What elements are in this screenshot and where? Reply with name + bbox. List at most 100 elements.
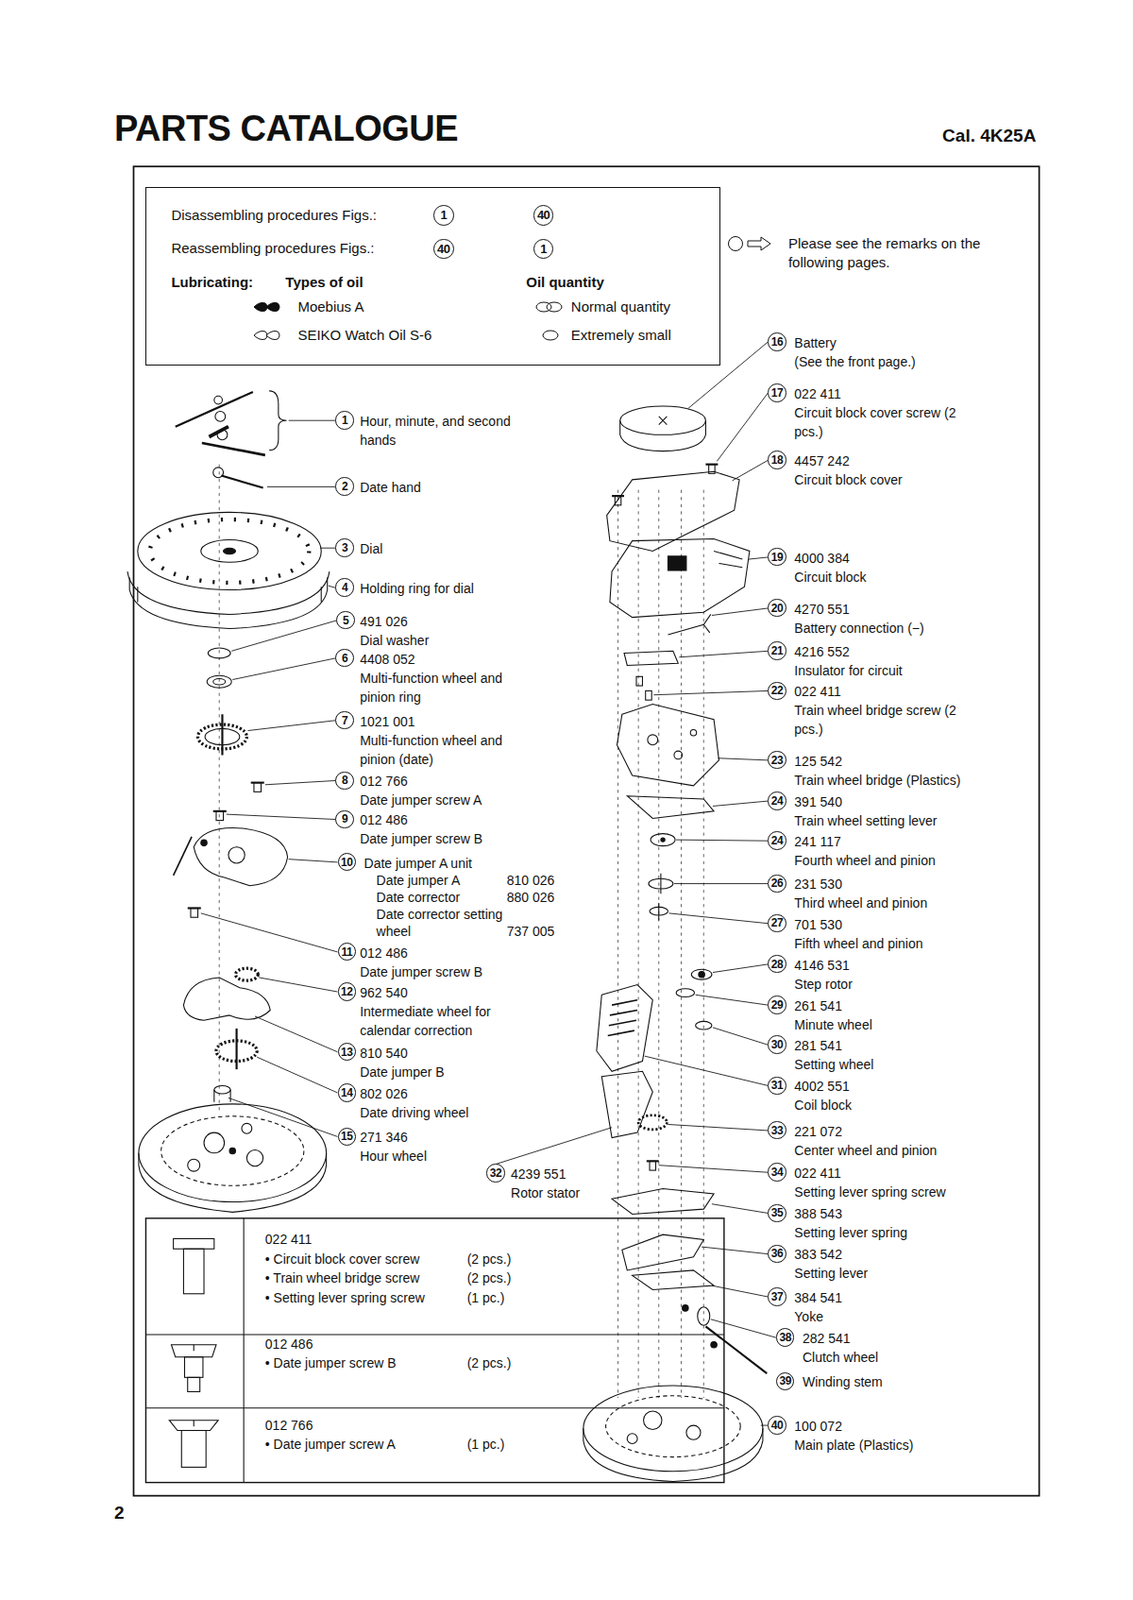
leader-line bbox=[695, 994, 769, 1005]
part-text-group: 271 346Hour wheel bbox=[359, 1127, 539, 1166]
train-illustration bbox=[705, 1325, 767, 1373]
part-name: Date hand bbox=[359, 477, 539, 497]
callout-circle: 8012 766Date jumper screw A bbox=[335, 771, 354, 790]
part-text-group: 012 486Date jumper screw B bbox=[359, 943, 539, 981]
part-text-group: 4216 552Insulator for circuit bbox=[794, 642, 988, 680]
circuit-illustration bbox=[713, 550, 743, 567]
leader-line bbox=[231, 620, 337, 651]
heading-text: Lubricating: bbox=[170, 272, 254, 292]
assembly-axis bbox=[680, 490, 682, 1398]
callout-circle: 30281 541Setting wheel bbox=[767, 1034, 786, 1053]
callout-circle: 40100 072Main plate (Plastics) bbox=[767, 1415, 786, 1434]
leader-line bbox=[732, 459, 769, 481]
callout-circle: 15271 346Hour wheel bbox=[338, 1127, 356, 1146]
assembly-axis bbox=[219, 464, 220, 1113]
callout-circle: 29261 541Minute wheel bbox=[767, 995, 786, 1014]
hands-illustration bbox=[217, 429, 228, 440]
part-number: 261 541 bbox=[794, 996, 988, 1015]
movement-illustration bbox=[138, 1103, 327, 1212]
part-text-group: 4000 384Circuit block bbox=[794, 548, 988, 587]
train-illustration bbox=[649, 906, 668, 915]
hands-illustration bbox=[202, 442, 266, 456]
callout-circle: 38282 541Clutch wheel bbox=[776, 1327, 795, 1346]
hands-illustration bbox=[208, 426, 229, 438]
circuit-illustration bbox=[667, 556, 686, 571]
part-number: 012 766 bbox=[265, 1415, 314, 1435]
part-name: Train wheel bridge (Plastics) bbox=[794, 770, 988, 790]
part-text-group: 1021 001Multi-function wheel and pinion … bbox=[359, 711, 539, 769]
part-text-group: 388 543Setting lever spring bbox=[794, 1203, 988, 1242]
callout-number: 40 bbox=[437, 242, 450, 255]
oil-quantity-mark bbox=[546, 302, 562, 312]
dial-illustration bbox=[137, 511, 322, 590]
part-number: 962 540 bbox=[359, 982, 524, 1002]
leader-line bbox=[265, 779, 337, 784]
callout-number: 4 bbox=[341, 581, 348, 593]
part-text-group: 261 541Minute wheel bbox=[794, 996, 988, 1034]
callout-circle: 5491 026Dial washer bbox=[336, 610, 355, 629]
callout-number: 5 bbox=[342, 614, 349, 626]
main-plate-illustration bbox=[583, 1385, 763, 1482]
screw-table bbox=[145, 1333, 724, 1335]
assembly-axis bbox=[617, 490, 619, 1398]
callout-number: 16 bbox=[771, 336, 783, 348]
train-illustration bbox=[682, 1304, 689, 1311]
part-text-group: Holding ring for dial bbox=[359, 578, 539, 598]
table-text: • Circuit block cover screw bbox=[265, 1249, 421, 1269]
table-text: (2 pcs.) bbox=[467, 1352, 512, 1372]
train-illustration bbox=[649, 1160, 656, 1170]
wheel-illustration bbox=[251, 781, 265, 784]
table-text: • Date jumper screw B bbox=[265, 1352, 397, 1372]
leader-line bbox=[667, 1123, 768, 1130]
callout-number: 13 bbox=[340, 1046, 353, 1058]
leader-line bbox=[256, 1056, 338, 1093]
callout-number: 23 bbox=[771, 754, 783, 766]
callout-circle: 17022 411Circuit block cover screw (2 pc… bbox=[767, 383, 786, 402]
dial-illustration bbox=[129, 577, 328, 629]
callout-circle: 40 bbox=[433, 238, 455, 260]
main-plate-illustration bbox=[686, 1424, 701, 1439]
part-text-group: 231 530Third wheel and pinion bbox=[794, 874, 988, 913]
wheel-illustration bbox=[193, 828, 288, 886]
part-name: Third wheel and pinion bbox=[794, 893, 988, 913]
wheel-illustration bbox=[214, 1084, 231, 1094]
part-name: Setting lever bbox=[794, 1263, 988, 1283]
part-text-group: Date jumper A unitDate jumper A810 026Da… bbox=[364, 854, 671, 940]
leader-line bbox=[254, 1015, 338, 1052]
legend-text: Extremely small bbox=[571, 325, 672, 345]
part-name: Train wheel setting lever bbox=[794, 811, 988, 830]
circuit-illustration bbox=[609, 538, 750, 617]
callout-number: 2 bbox=[341, 480, 348, 492]
part-name: Holding ring for dial bbox=[359, 578, 539, 598]
part-text-group: 022 411Setting lever spring screw bbox=[794, 1163, 988, 1201]
callout-circle: 184457 242Circuit block cover bbox=[767, 450, 786, 469]
part-number: 4408 052 bbox=[359, 649, 539, 669]
leader-line bbox=[644, 1055, 769, 1085]
callout-circle: 39Winding stem bbox=[776, 1371, 795, 1390]
leader-line bbox=[712, 1027, 768, 1045]
callout-number: 1 bbox=[341, 414, 348, 426]
callout-circle: 22022 411Train wheel bridge screw (2 pcs… bbox=[767, 681, 786, 700]
callout-number: 22 bbox=[771, 684, 783, 696]
leader-line bbox=[328, 585, 337, 588]
leader-line bbox=[201, 341, 777, 1425]
part-name: (See the front page.) bbox=[794, 352, 988, 372]
part-name: Rotor stator bbox=[510, 1183, 613, 1202]
train-illustration bbox=[626, 795, 714, 819]
leader-line bbox=[711, 608, 768, 616]
leader-line bbox=[228, 1097, 339, 1136]
callout-circle: 204270 551Battery connection (−) bbox=[767, 598, 786, 617]
wheel-illustration bbox=[213, 810, 227, 812]
part-number: 022 411 bbox=[794, 1163, 988, 1183]
procedure-text: Reassembling procedures Figs.: bbox=[170, 238, 374, 258]
leader-line bbox=[669, 913, 769, 924]
wheel-illustration bbox=[213, 677, 226, 684]
wheel-illustration bbox=[201, 839, 207, 846]
callout-circle: 9012 486Date jumper screw B bbox=[335, 810, 354, 829]
part-name: Yoke bbox=[794, 1306, 988, 1326]
callout-circle: 35388 543Setting lever spring bbox=[767, 1203, 786, 1222]
part-text-group: 383 542Setting lever bbox=[794, 1244, 988, 1283]
hands-illustration bbox=[175, 390, 288, 489]
part-number: 221 072 bbox=[794, 1121, 988, 1141]
leader-line bbox=[717, 758, 768, 761]
